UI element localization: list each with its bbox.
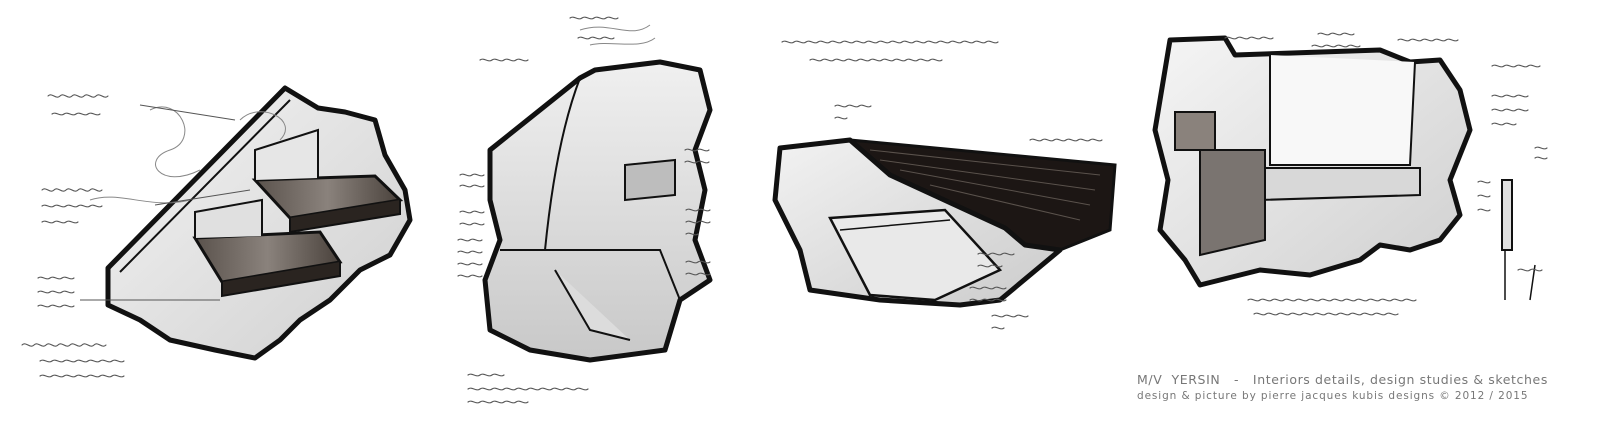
caption-credit: design & picture by pierre jacques kubis…: [1137, 390, 1529, 402]
caption-prefix: M/V: [1137, 372, 1163, 387]
caption-subject: Interiors details, design studies & sket…: [1252, 372, 1548, 387]
caption-title: M/V YERSIN - Interiors details, design s…: [1137, 372, 1592, 387]
stair-nosing-sketch: [772, 40, 1117, 330]
staircase-sketch: [21, 85, 413, 378]
corridor-corner-sketch: [457, 16, 713, 404]
caption-separator: -: [1234, 372, 1240, 387]
basin-edge-sketch: [1152, 32, 1548, 316]
sheet-caption: M/V YERSIN - Interiors details, design s…: [1137, 372, 1592, 402]
caption-vessel: YERSIN: [1171, 372, 1221, 387]
